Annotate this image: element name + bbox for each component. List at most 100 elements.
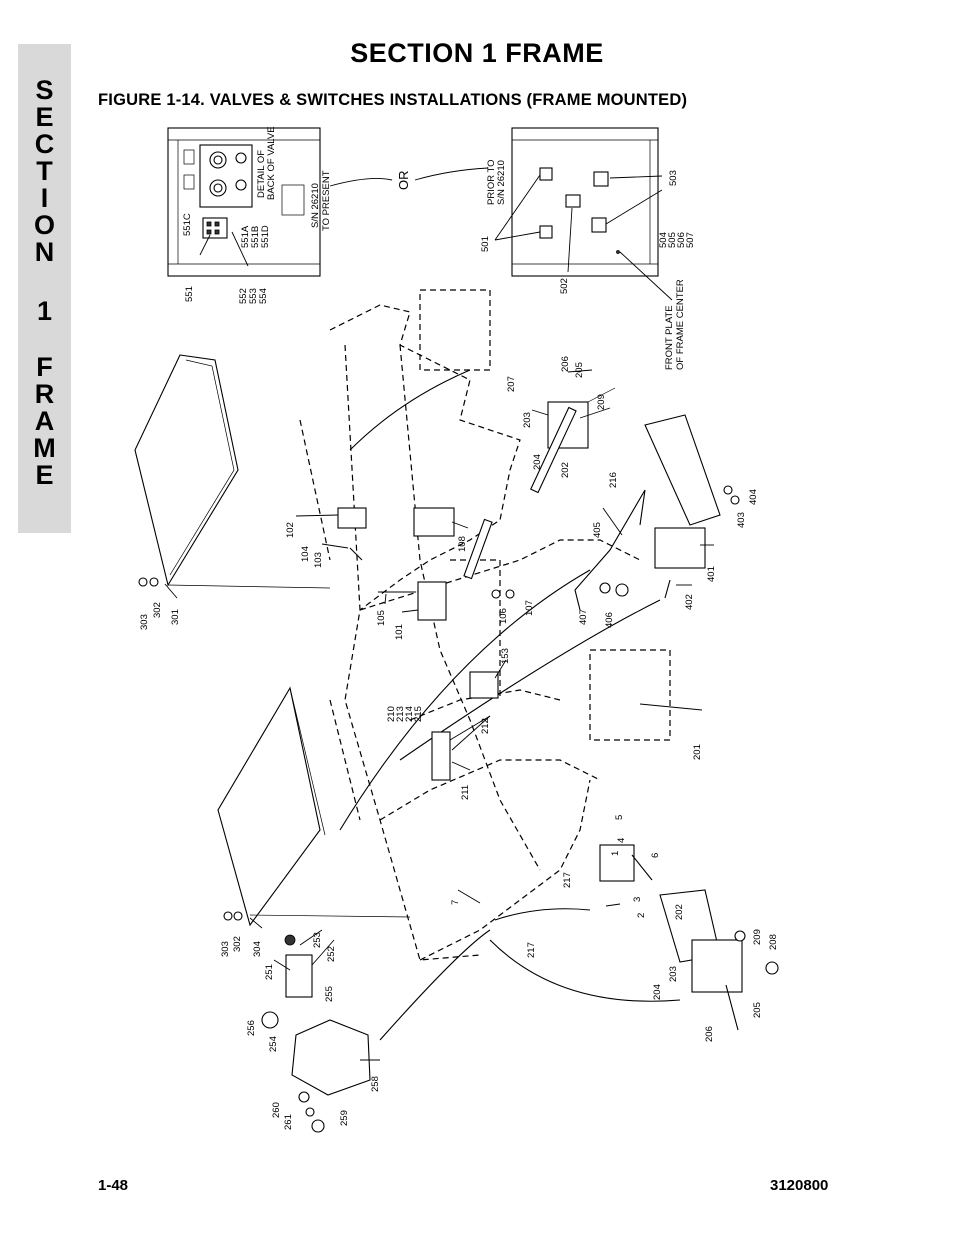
callout-212: 212 (480, 718, 491, 734)
bracket-strip (463, 518, 493, 580)
callout-551: 551 (184, 286, 195, 302)
hose (494, 908, 591, 921)
callout-406: 406 (604, 612, 615, 628)
switch-153 (469, 671, 499, 699)
callout-551d: 551D (260, 225, 271, 248)
callout-506: 506 (676, 232, 687, 248)
callout-4: 4 (616, 838, 627, 843)
serial-note-left-line2: TO PRESENT (321, 170, 332, 231)
side-tab-letter: C (34, 129, 55, 159)
callout-101: 101 (394, 624, 405, 640)
callout-217-upper: 217 (562, 872, 573, 888)
hose (489, 939, 681, 1002)
inset-right-detail (494, 127, 673, 301)
inset-left-detail (167, 127, 321, 277)
serial-note-right-line2: S/N 26210 (496, 160, 507, 205)
or-label: OR (396, 171, 411, 191)
side-tab-letter: O (33, 210, 55, 240)
callout-261: 261 (283, 1114, 294, 1130)
front-plate-note-line1: FRONT PLATE (664, 305, 675, 370)
callout-552: 552 (238, 288, 249, 304)
side-tab-letter: E (35, 460, 54, 490)
callout-209-upper: 209 (596, 394, 607, 410)
switch-211 (431, 731, 451, 781)
valve-101 (417, 581, 447, 621)
callout-206-lower: 206 (704, 1026, 715, 1042)
detail-note-line1: DETAIL OF (256, 150, 267, 198)
valve-102 (337, 507, 367, 529)
callout-205-upper: 205 (574, 362, 585, 378)
valve-203-lower (691, 939, 743, 993)
callout-256: 256 (246, 1020, 257, 1036)
callout-209-lower: 209 (752, 929, 763, 945)
callout-208: 208 (768, 934, 779, 950)
callout-215: 215 (413, 706, 424, 722)
callout-105: 105 (376, 610, 387, 626)
callout-259: 259 (339, 1110, 350, 1126)
side-tab-letter: A (34, 406, 55, 436)
callout-205-lower: 205 (752, 1002, 763, 1018)
callout-302-lower: 302 (232, 936, 243, 952)
hose (349, 369, 471, 451)
callout-405: 405 (592, 522, 603, 538)
callout-404: 404 (748, 489, 759, 505)
front-plate-note-line2: OF FRAME CENTER (675, 279, 686, 370)
callout-211: 211 (460, 785, 471, 800)
callout-2: 2 (636, 913, 647, 918)
switch-251 (285, 954, 313, 998)
bracket-405 (574, 489, 646, 611)
callout-202-lower: 202 (674, 904, 685, 920)
switch-1 (599, 844, 635, 882)
side-tab-letter: T (36, 156, 53, 186)
detail-note-line2: BACK OF VALVE (266, 126, 277, 200)
leader-lines (164, 409, 714, 1061)
callout-252: 252 (326, 946, 337, 962)
nut-256 (261, 1011, 279, 1029)
callout-103: 103 (313, 552, 324, 568)
callout-1: 1 (610, 851, 621, 856)
callout-303-lower: 303 (220, 941, 231, 957)
callout-551b: 551B (250, 226, 261, 248)
callout-3: 3 (632, 897, 643, 902)
guard-258 (291, 1019, 371, 1096)
callout-551a: 551A (240, 225, 251, 248)
plate-bracket (644, 414, 721, 526)
block-401 (654, 527, 706, 569)
section-title: SECTION 1 FRAME (350, 38, 604, 68)
side-tab-letter: N (34, 237, 55, 267)
callout-217-lower: 217 (526, 942, 537, 958)
strap-216 (530, 406, 577, 494)
callout-210: 210 (386, 706, 397, 722)
serial-note-left-line1: S/N 26210 (310, 183, 321, 228)
callout-407: 407 (578, 609, 589, 625)
figure-title: FIGURE 1-14. VALVES & SWITCHES INSTALLAT… (98, 91, 688, 109)
serial-note-right-line1: PRIOR TO (486, 159, 497, 205)
side-tab-letter: 1 (36, 296, 53, 326)
or-connector-right (414, 167, 489, 181)
callout-253: 253 (312, 932, 323, 948)
callout-401: 401 (706, 566, 717, 582)
side-tab-letter: R (34, 379, 55, 409)
callout-251: 251 (264, 964, 275, 980)
valve-108 (413, 507, 455, 537)
callout-504: 504 (658, 232, 669, 248)
callout-201: 201 (692, 744, 703, 760)
callout-554: 554 (258, 288, 269, 304)
callout-153: 153 (500, 648, 511, 664)
callout-206-upper: 206 (560, 356, 571, 372)
document-number: 3120800 (770, 1177, 829, 1194)
callout-204-upper: 204 (532, 454, 543, 470)
or-connector-left (329, 178, 393, 187)
callout-5: 5 (614, 815, 625, 820)
callout-106: 106 (498, 608, 509, 624)
side-tab-letter: E (35, 102, 54, 132)
side-tab-letter: M (33, 433, 56, 463)
callout-203-lower: 203 (668, 966, 679, 982)
callout-107: 107 (524, 600, 535, 616)
callout-503: 503 (668, 170, 679, 186)
callout-258: 258 (370, 1076, 381, 1092)
callout-203-upper: 203 (522, 412, 533, 428)
callout-216: 216 (608, 472, 619, 488)
callout-502: 502 (559, 278, 570, 294)
